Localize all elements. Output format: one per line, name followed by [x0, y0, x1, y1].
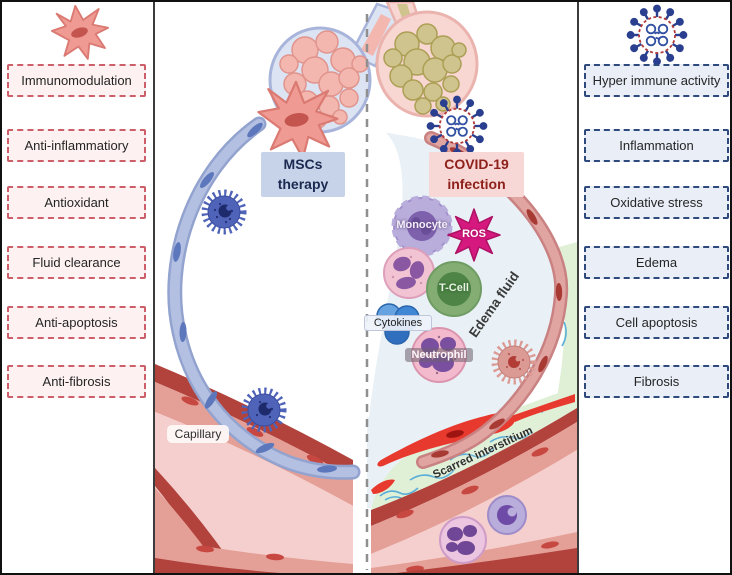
- benefit-item-antioxidant: Antioxidant: [7, 186, 146, 219]
- macrophage-blue-upper: [201, 189, 247, 235]
- capillary-label: Capillary: [167, 425, 229, 443]
- alveolar-sac-infected: [375, 2, 479, 118]
- msc-benefits-panel: Immunomodulation Anti-inflammatiory Anti…: [2, 2, 155, 573]
- msc-cell-icon: [50, 4, 110, 60]
- msc-cell: [257, 80, 339, 160]
- t-cell: [426, 261, 482, 317]
- benefit-item-anti-inflammatory: Anti-inflammatiory: [7, 129, 146, 162]
- capillary-neutrophil: [439, 516, 487, 564]
- eosinophil-cell: [383, 247, 435, 299]
- inflamed-vessel: [371, 394, 575, 494]
- t-cell-label: T-Cell: [439, 282, 469, 294]
- covid-infection-title: COVID-19 infection: [429, 152, 524, 198]
- alveolar-wall-healthy: [167, 116, 361, 480]
- benefit-item-fluid-clearance: Fluid clearance: [7, 246, 146, 279]
- ros-label: ROS: [462, 228, 486, 240]
- coronavirus: [426, 95, 488, 157]
- monocyte-label: Monocyte: [396, 219, 448, 231]
- msc-therapy-title: MSCs therapy: [261, 152, 345, 198]
- benefit-item-immunomodulation: Immunomodulation: [7, 64, 146, 97]
- effect-item-oxidative-stress: Oxidative stress: [584, 186, 729, 219]
- cytokines-label: Cytokines: [364, 315, 432, 331]
- macrophage-blue-lower: [241, 387, 287, 433]
- effect-item-fibrosis: Fibrosis: [584, 365, 729, 398]
- alveolus-illustration: [155, 2, 577, 573]
- benefit-item-anti-fibrosis: Anti-fibrosis: [7, 365, 146, 398]
- ros-burst: [447, 208, 501, 262]
- coronavirus-icon: [626, 4, 688, 66]
- neutrophil-label: Neutrophil: [405, 348, 473, 362]
- capillary-right: [371, 408, 577, 573]
- effect-item-edema: Edema: [584, 246, 729, 279]
- effect-item-hyper-immune: Hyper immune activity: [584, 64, 729, 97]
- effect-item-cell-apoptosis: Cell apoptosis: [584, 306, 729, 339]
- macrophage-pink: [491, 339, 537, 385]
- covid-effects-panel: Hyper immune activity Inflammation Oxida…: [577, 2, 730, 573]
- monocyte-cell: [391, 195, 453, 257]
- capillary-monocyte: [487, 495, 527, 535]
- benefit-item-anti-apoptosis: Anti-apoptosis: [7, 306, 146, 339]
- effect-item-inflammation: Inflammation: [584, 129, 729, 162]
